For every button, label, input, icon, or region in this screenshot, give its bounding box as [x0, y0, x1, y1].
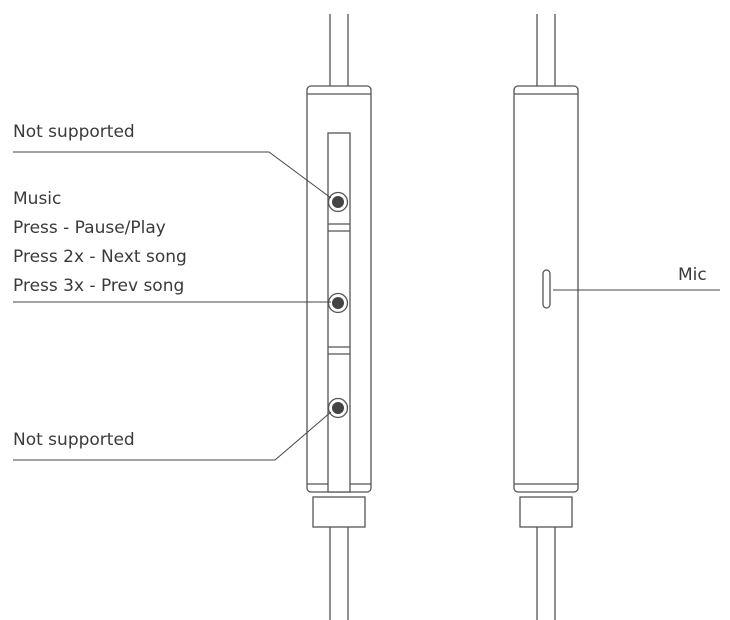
- remote-back: [513, 14, 579, 620]
- play-pause-button: [327, 292, 349, 314]
- label-press-once: Press - Pause/Play: [13, 218, 166, 238]
- cable-collar-right: [519, 496, 573, 528]
- upper-cable-right: [536, 14, 556, 86]
- label-top-not-supported: Not supported: [13, 122, 135, 142]
- leader-bottom-button: [13, 411, 332, 461]
- label-mic: Mic: [678, 265, 707, 285]
- volume-up-button: [327, 191, 349, 213]
- label-press-twice: Press 2x - Next song: [13, 247, 187, 267]
- label-press-thrice: Press 3x - Prev song: [13, 276, 184, 296]
- lower-cable-right: [536, 527, 556, 620]
- label-bottom-not-supported: Not supported: [13, 430, 135, 450]
- lower-cable-left: [329, 527, 349, 620]
- cable-collar-left: [312, 496, 366, 528]
- upper-cable-left: [329, 14, 349, 86]
- mic-slot: [542, 269, 551, 309]
- remote-front: [306, 14, 372, 620]
- label-music-heading: Music: [13, 189, 61, 209]
- volume-down-button: [327, 397, 349, 419]
- leader-top-button: [13, 151, 332, 199]
